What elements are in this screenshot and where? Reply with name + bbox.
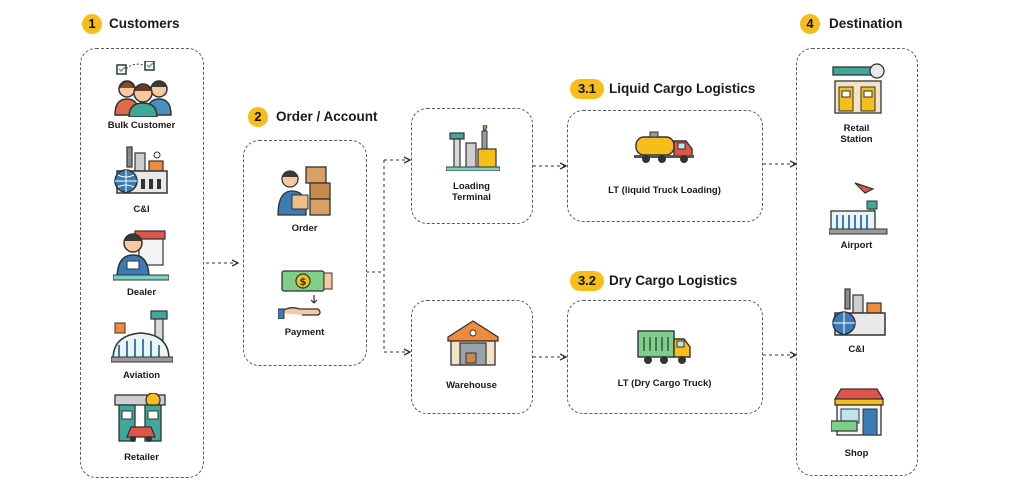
step-badge-3-2: 3.2 xyxy=(570,271,604,291)
fuel-retailer-icon xyxy=(114,393,166,442)
customer-label-ci: C&I xyxy=(133,204,150,215)
fuel-station-icon xyxy=(832,63,885,114)
warehouse-label: Warehouse xyxy=(446,380,497,391)
industry-destination-icon xyxy=(832,288,886,336)
svg-text:$: $ xyxy=(300,277,307,288)
loading-terminal-icon xyxy=(446,125,500,171)
loading-terminal-label: Loading Terminal xyxy=(452,181,491,203)
customers-heading: Customers xyxy=(109,16,180,31)
customers-panel: Bulk Customer C&I Dealer Aviation xyxy=(80,48,204,478)
customer-label-dealer: Dealer xyxy=(126,287,157,298)
loading-terminal-panel: Loading Terminal xyxy=(411,108,533,224)
step-badge-2: 2 xyxy=(248,107,268,127)
customer-label-retailer: Retailer xyxy=(124,452,159,463)
order-label: Order xyxy=(291,223,318,234)
liquid-truck-label: LT (liquid Truck Loading) xyxy=(608,185,721,196)
dry-panel: LT (Dry Cargo Truck) xyxy=(567,300,763,414)
aviation-icon xyxy=(111,310,173,363)
industry-icon xyxy=(114,146,168,194)
destination-label-shop: Shop xyxy=(844,448,869,459)
payment-icon: $ xyxy=(278,270,333,319)
payment-label: Payment xyxy=(284,327,325,338)
warehouse-panel: Warehouse xyxy=(411,300,533,414)
liquid-panel: LT (liquid Truck Loading) xyxy=(567,110,763,222)
order-panel: Order $ Payment xyxy=(243,140,367,366)
tanker-truck-icon xyxy=(634,131,694,163)
bulk-customer-icon xyxy=(114,61,172,117)
order-icon xyxy=(277,166,331,216)
dealer-icon xyxy=(113,230,169,281)
customer-label-aviation: Aviation xyxy=(122,370,161,381)
step-badge-3-1: 3.1 xyxy=(570,79,604,99)
dry-truck-label: LT (Dry Cargo Truck) xyxy=(617,378,712,389)
liquid-heading: Liquid Cargo Logistics xyxy=(609,81,756,96)
customer-label-bulk: Bulk Customer xyxy=(107,120,176,131)
airport-icon xyxy=(829,182,888,235)
destination-label-retail: Retail Station xyxy=(840,123,873,145)
dry-heading: Dry Cargo Logistics xyxy=(609,273,738,288)
cargo-truck-icon xyxy=(637,330,691,364)
destination-label-ci: C&I xyxy=(848,344,865,355)
destination-heading: Destination xyxy=(829,16,903,31)
shop-icon xyxy=(831,388,885,436)
order-heading: Order / Account xyxy=(276,109,378,124)
destination-label-airport: Airport xyxy=(840,240,873,251)
step-badge-4: 4 xyxy=(800,14,820,34)
step-badge-1: 1 xyxy=(82,14,102,34)
destination-panel: Retail Station Airport C&I Shop xyxy=(796,48,918,476)
warehouse-icon xyxy=(447,320,499,366)
